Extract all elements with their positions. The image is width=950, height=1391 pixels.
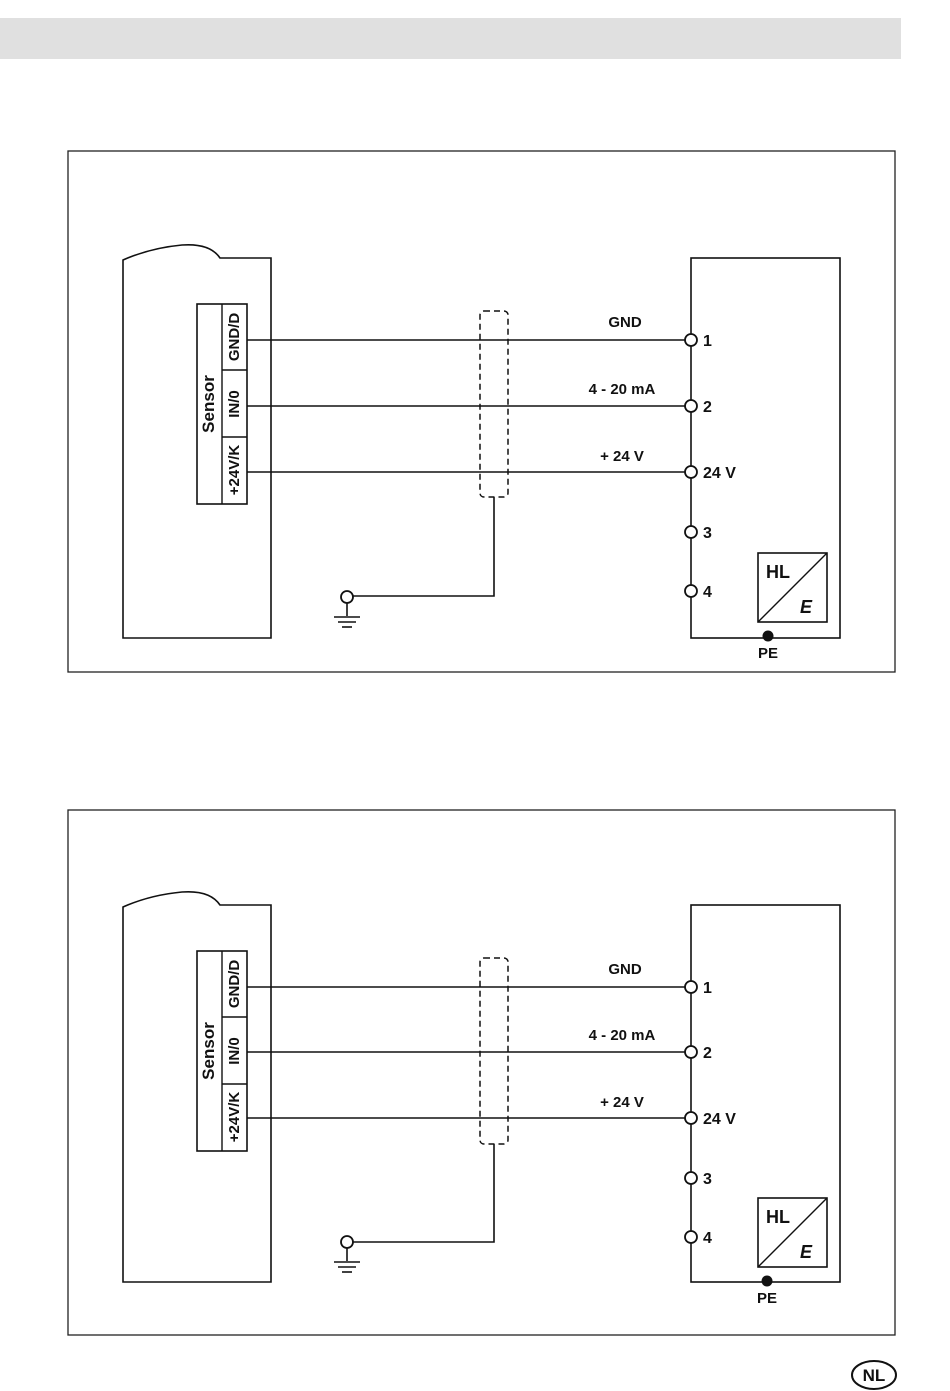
sensor-title: Sensor [199, 375, 218, 433]
converter-symbol-icon: HL E [758, 1198, 827, 1267]
converter-top-text: HL [766, 1207, 790, 1227]
terminal-label-3: 3 [703, 1171, 712, 1188]
diagram-frame [68, 810, 895, 1335]
sensor-pin-in: IN/0 [226, 390, 243, 418]
sensor-pin-24v: +24V/K [226, 445, 243, 496]
terminal-label-24v: 24 V [703, 1111, 736, 1128]
terminal-label-2: 2 [703, 399, 712, 416]
converter-bottom-text: E [800, 597, 813, 617]
language-badge-label: NL [863, 1366, 886, 1385]
sensor-terminal-block: Sensor GND/D IN/0 +24V/K [197, 304, 247, 504]
device-terminals: 1 2 24 V 3 4 [685, 333, 736, 601]
wire-label-supply: + 24 V [600, 1094, 644, 1111]
terminal-label-4: 4 [703, 584, 712, 601]
terminal-label-24v: 24 V [703, 465, 736, 482]
terminal-icon [685, 981, 697, 993]
wire-label-gnd: GND [608, 314, 642, 331]
terminal-label-4: 4 [703, 1230, 712, 1247]
terminal-icon [685, 334, 697, 346]
terminal-icon [685, 1231, 697, 1243]
terminal-icon [685, 1112, 697, 1124]
sensor-terminal-block: Sensor GND/D IN/0 +24V/K [197, 951, 247, 1151]
sensor-pin-gnd: GND/D [226, 960, 243, 1009]
terminal-label-1: 1 [703, 980, 712, 997]
sensor-pin-24v: +24V/K [226, 1092, 243, 1143]
pe-dot-icon [763, 631, 774, 642]
wire-label-signal: 4 - 20 mA [589, 381, 656, 398]
converter-bottom-text: E [800, 1242, 813, 1262]
diagram-frame [68, 151, 895, 672]
cable-shield [480, 311, 508, 497]
terminal-label-3: 3 [703, 525, 712, 542]
cable-shield [480, 958, 508, 1144]
sensor-pin-gnd: GND/D [226, 313, 243, 362]
terminal-icon [685, 400, 697, 412]
terminal-icon [685, 1046, 697, 1058]
shield-ground-wire [353, 497, 494, 596]
wire-label-supply: + 24 V [600, 448, 644, 465]
sensor-title: Sensor [199, 1022, 218, 1080]
terminal-icon [685, 585, 697, 597]
terminal-label-2: 2 [703, 1045, 712, 1062]
pe-dot-icon [762, 1276, 773, 1287]
wire-label-signal: 4 - 20 mA [589, 1027, 656, 1044]
wire-label-gnd: GND [608, 961, 642, 978]
terminal-icon [685, 1172, 697, 1184]
converter-symbol-icon: HL E [758, 553, 827, 622]
converter-top-text: HL [766, 562, 790, 582]
diagram-1: Sensor GND/D IN/0 +24V/K GND 4 - 20 mA +… [68, 151, 895, 672]
terminal-icon [685, 526, 697, 538]
pe-label: PE [758, 645, 778, 662]
sensor-pin-in: IN/0 [226, 1037, 243, 1065]
pe-label: PE [757, 1290, 777, 1307]
device-terminals: 1 2 24 V 3 4 [685, 980, 736, 1247]
shield-ground-wire [353, 1144, 494, 1242]
language-badge: NL [852, 1361, 896, 1389]
diagram-2: Sensor GND/D IN/0 +24V/K GND 4 - 20 mA +… [68, 810, 895, 1335]
terminal-label-1: 1 [703, 333, 712, 350]
terminal-icon [685, 466, 697, 478]
